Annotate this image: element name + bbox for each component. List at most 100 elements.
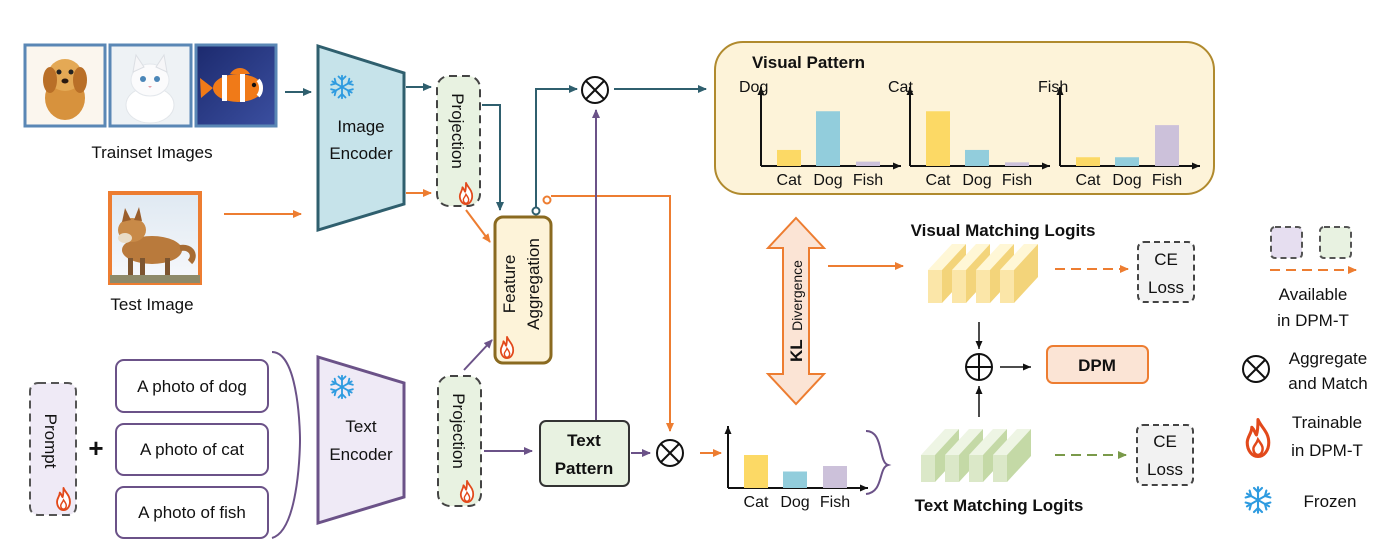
test-image bbox=[108, 191, 202, 285]
vp-chart-1-tick-dog: Dog bbox=[813, 172, 842, 189]
vp-chart-3-ylabel: Fish bbox=[1038, 79, 1068, 96]
text-chart-bar-cat bbox=[744, 455, 768, 488]
fish-image bbox=[194, 43, 278, 128]
prompt-template-fish: A photo of fish bbox=[138, 503, 246, 522]
text-pattern-line1: Text bbox=[567, 431, 601, 450]
cat-image bbox=[108, 43, 193, 128]
ce-loss-bottom: CE Loss bbox=[1136, 424, 1194, 486]
legend-available-line1: Available bbox=[1279, 285, 1348, 304]
trainset-caption: Trainset Images bbox=[91, 143, 212, 162]
vp-chart-3-tick-dog: Dog bbox=[1112, 172, 1141, 189]
text-chart-tick-fish: Fish bbox=[820, 494, 850, 511]
text-chart-tick-dog: Dog bbox=[780, 494, 809, 511]
kl-label-rest: Divergence bbox=[789, 260, 805, 331]
text-matching-chart: Cat Dog Fish bbox=[724, 426, 868, 511]
legend-aggregate-line1: Aggregate bbox=[1289, 349, 1367, 368]
kl-divergence: KL Divergence bbox=[765, 216, 827, 406]
vp-chart-3-bar-cat bbox=[1076, 157, 1100, 166]
vp-chart-3-bar-dog bbox=[1115, 157, 1139, 166]
image-projection-label: Projection bbox=[448, 93, 467, 169]
kl-label-bold: KL bbox=[787, 339, 806, 362]
ce-loss-top: CE Loss bbox=[1137, 241, 1195, 303]
image-projection: Projection bbox=[436, 75, 481, 207]
legend: Available in DPM-T Aggregate and Match T… bbox=[1242, 226, 1368, 513]
vp-chart-1-bar-cat bbox=[777, 149, 801, 166]
text-pattern-line2: Pattern bbox=[555, 459, 614, 478]
legend-aggregate-line2: and Match bbox=[1288, 374, 1367, 393]
vp-chart-1-ylabel: Dog bbox=[739, 79, 768, 96]
legend-frozen-snowflake-icon bbox=[1245, 487, 1271, 513]
legend-aggregate-icon bbox=[1242, 355, 1270, 383]
text-chart-brace bbox=[865, 430, 892, 495]
legend-available-line2: in DPM-T bbox=[1277, 311, 1349, 330]
vp-chart-2-tick-fish: Fish bbox=[1002, 172, 1032, 189]
kl-double-arrow bbox=[765, 216, 827, 406]
aggregate-symbol-bottom bbox=[656, 439, 684, 467]
vp-chart-1-tick-fish: Fish bbox=[853, 172, 883, 189]
sum-symbol bbox=[965, 353, 993, 381]
vp-chart-2-tick-cat: Cat bbox=[926, 172, 951, 189]
vp-chart-3-bar-fish bbox=[1155, 125, 1179, 166]
legend-trainable-flame-icon bbox=[1245, 418, 1271, 458]
image-encoder: Image Encoder bbox=[316, 43, 406, 233]
visual-logits-blocks bbox=[928, 244, 1038, 303]
legend-trainable-line2: in DPM-T bbox=[1291, 441, 1363, 460]
test-caption: Test Image bbox=[110, 295, 193, 314]
aggregate-symbol-top bbox=[581, 76, 609, 104]
vp-chart-2-bar-fish bbox=[1005, 162, 1029, 166]
text-projection-label: Projection bbox=[449, 393, 468, 469]
prompt-label: Prompt bbox=[41, 414, 60, 469]
vp-chart-2-bar-cat bbox=[926, 111, 950, 166]
vp-chart-1-bar-dog bbox=[816, 111, 840, 166]
feature-aggregation-line1: Feature bbox=[500, 255, 519, 314]
dpm-label: DPM bbox=[1078, 356, 1116, 375]
vp-chart-3-tick-fish: Fish bbox=[1152, 172, 1182, 189]
feature-aggregation: Feature Aggregation bbox=[493, 215, 553, 365]
kl-label: KL Divergence bbox=[787, 260, 806, 362]
prompt-templates: A photo of dog A photo of cat A photo of… bbox=[115, 359, 269, 539]
vp-chart-2-bar-dog bbox=[965, 149, 989, 166]
text-logits-blocks bbox=[921, 429, 1031, 482]
prompt-block: Prompt bbox=[29, 382, 77, 516]
visual-logits-title: Visual Matching Logits bbox=[911, 221, 1096, 240]
legend-available-green-box bbox=[1319, 226, 1352, 259]
legend-available-purple-box bbox=[1270, 226, 1303, 259]
image-encoder-line1: Image bbox=[337, 117, 384, 136]
prompt-brace bbox=[271, 351, 302, 539]
flow-arrows bbox=[224, 83, 1129, 459]
dpm-box: DPM bbox=[1046, 345, 1149, 384]
vp-chart-1-bar-fish bbox=[856, 161, 880, 166]
legend-frozen-label: Frozen bbox=[1304, 492, 1357, 511]
text-encoder-line1: Text bbox=[345, 417, 376, 436]
visual-pattern-title: Visual Pattern bbox=[752, 53, 865, 72]
vp-chart-2-tick-dog: Dog bbox=[962, 172, 991, 189]
text-chart-tick-cat: Cat bbox=[744, 494, 769, 511]
vp-chart-2-ylabel: Cat bbox=[888, 79, 913, 96]
vp-chart-3-tick-cat: Cat bbox=[1076, 172, 1101, 189]
text-encoder-line2: Encoder bbox=[329, 445, 393, 464]
image-encoder-line2: Encoder bbox=[329, 144, 393, 163]
prompt-template-cat: A photo of cat bbox=[140, 440, 244, 459]
text-pattern: Text Pattern bbox=[539, 420, 630, 487]
ce-loss-top-line2: Loss bbox=[1148, 278, 1184, 297]
legend-trainable-line1: Trainable bbox=[1292, 413, 1362, 432]
text-projection: Projection bbox=[437, 375, 482, 507]
text-chart-bar-dog bbox=[783, 471, 807, 488]
text-chart-bar-fish bbox=[823, 466, 847, 488]
prompt-template-dog: A photo of dog bbox=[137, 377, 247, 396]
feature-aggregation-line2: Aggregation bbox=[524, 238, 543, 330]
ce-loss-top-line1: CE bbox=[1154, 250, 1178, 269]
plus-sign: + bbox=[88, 433, 103, 463]
trainset-images: Trainset Images bbox=[23, 43, 278, 162]
ce-loss-bottom-line1: CE bbox=[1153, 432, 1177, 451]
ce-loss-bottom-line2: Loss bbox=[1147, 460, 1183, 479]
text-logits-title: Text Matching Logits bbox=[915, 496, 1084, 515]
dog-image bbox=[23, 43, 107, 128]
vp-chart-1-tick-cat: Cat bbox=[777, 172, 802, 189]
